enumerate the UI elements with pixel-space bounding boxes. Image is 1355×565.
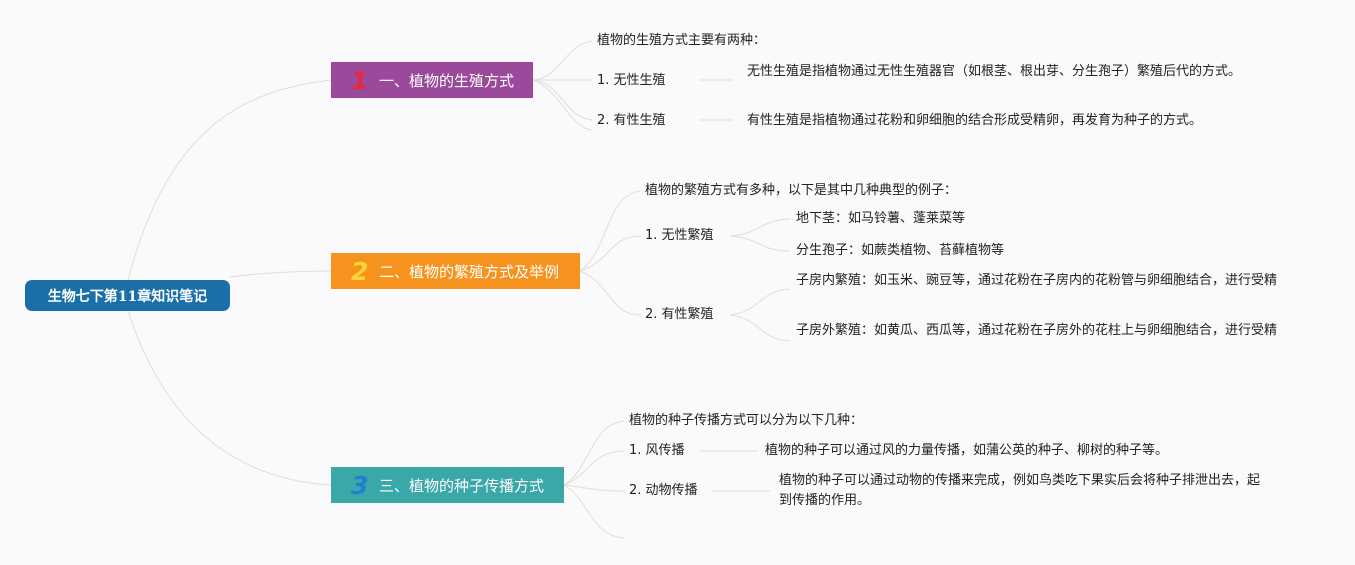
section-3-item-2-detail[interactable]: 植物的种子可以通过动物的传播来完成，例如鸟类吃下果实后会将种子排泄出去，起到传播…: [779, 473, 1261, 508]
section-3-item-1[interactable]: 1. 风传播: [629, 443, 685, 458]
section-1-item-1[interactable]: 1. 无性生殖: [597, 73, 666, 88]
section-2-item-2-detail-1[interactable]: 子房内繁殖：如玉米、豌豆等，通过花粉在子房内的花粉管与卵细胞结合，进行受精: [796, 273, 1278, 288]
section-3-item-1-detail[interactable]: 植物的种子可以通过风的力量传播，如蒲公英的种子、柳树的种子等。: [765, 443, 1169, 458]
section-3-title: 三、植物的种子传播方式: [379, 476, 545, 495]
section-2-item-2[interactable]: 2. 有性繁殖: [645, 307, 714, 322]
section-3-node[interactable]: 3 三、植物的种子传播方式: [331, 467, 564, 503]
section-3-item-2[interactable]: 2. 动物传播: [629, 483, 698, 498]
section-2-node[interactable]: 2 二、植物的繁殖方式及举例: [331, 253, 580, 289]
section-1-item-2[interactable]: 2. 有性生殖: [597, 113, 666, 128]
section-2-title: 二、植物的繁殖方式及举例: [379, 262, 560, 281]
section-1-item-2-detail[interactable]: 有性生殖是指植物通过花粉和卵细胞的结合形成受精卵，再发育为种子的方式。: [747, 113, 1203, 128]
section-3-intro[interactable]: 植物的种子传播方式可以分为以下几种：: [629, 413, 864, 428]
number-3-badge: 3: [351, 470, 369, 500]
section-1-title: 一、植物的生殖方式: [379, 71, 515, 90]
section-2-item-1-detail-1[interactable]: 地下茎：如马铃薯、蓬莱菜等: [796, 211, 966, 226]
section-1-item-1-detail[interactable]: 无性生殖是指植物通过无性生殖器官（如根茎、根出芽、分生孢子）繁殖后代的方式。: [747, 64, 1242, 79]
section-1-intro[interactable]: 植物的生殖方式主要有两种：: [597, 33, 767, 48]
section-2-item-2-detail-2[interactable]: 子房外繁殖：如黄瓜、西瓜等，通过花粉在子房外的花柱上与卵细胞结合，进行受精: [796, 323, 1278, 338]
number-2-badge: 2: [351, 256, 369, 286]
root-node[interactable]: 生物七下第11章知识笔记: [25, 280, 230, 311]
section-1-node[interactable]: 1 一、植物的生殖方式: [331, 62, 533, 98]
number-1-badge: 1: [351, 65, 369, 95]
section-2-item-1[interactable]: 1. 无性繁殖: [645, 228, 714, 243]
section-2-intro[interactable]: 植物的繁殖方式有多种，以下是其中几种典型的例子：: [645, 183, 958, 198]
section-2-item-1-detail-2[interactable]: 分生孢子：如蕨类植物、苔藓植物等: [796, 243, 1005, 258]
